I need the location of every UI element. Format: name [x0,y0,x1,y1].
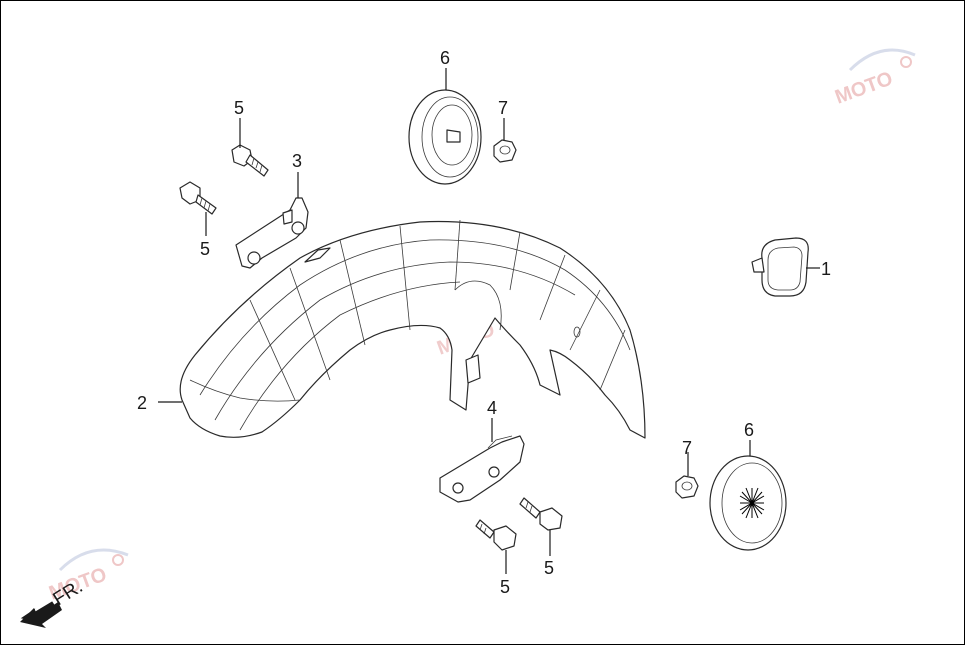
watermark-logo-top-right: MOTO [832,48,916,109]
reflector-part-6-bottom[interactable] [709,455,787,551]
nut-part-7-bottom[interactable] [675,475,699,499]
callout-5-top: 5 [234,98,244,118]
bolt-part-5-bottom-left[interactable] [475,519,517,551]
bolt-part-5-left[interactable] [179,181,217,215]
callout-5-bottom-left: 5 [500,577,510,597]
front-fender-part[interactable] [179,219,646,439]
reflector-part-6-top[interactable] [408,89,482,185]
callout-1: 1 [821,259,831,279]
callout-6-top: 6 [440,48,450,68]
svg-text:MOTO: MOTO [832,68,896,109]
callout-2: 2 [137,393,147,413]
clip-ring-part-1[interactable] [751,237,809,297]
bolt-part-5-bottom-right[interactable] [519,497,563,531]
bolt-part-5-top[interactable] [231,144,269,177]
callout-7-top: 7 [498,98,508,118]
callout-7-bottom: 7 [682,438,692,458]
nut-part-7-top[interactable] [493,139,517,163]
callout-3: 3 [292,151,302,171]
callout-5-bottom-right: 5 [544,558,554,578]
callout-4: 4 [487,398,497,418]
leader-lines [158,68,820,574]
fender-bracket-part-3[interactable] [235,197,309,269]
reflector-burst-pattern [739,487,765,519]
fender-bracket-part-4[interactable] [439,435,525,503]
front-direction-arrow-icon [20,601,62,628]
callout-5-left: 5 [200,239,210,259]
callout-6-bottom: 6 [744,420,754,440]
